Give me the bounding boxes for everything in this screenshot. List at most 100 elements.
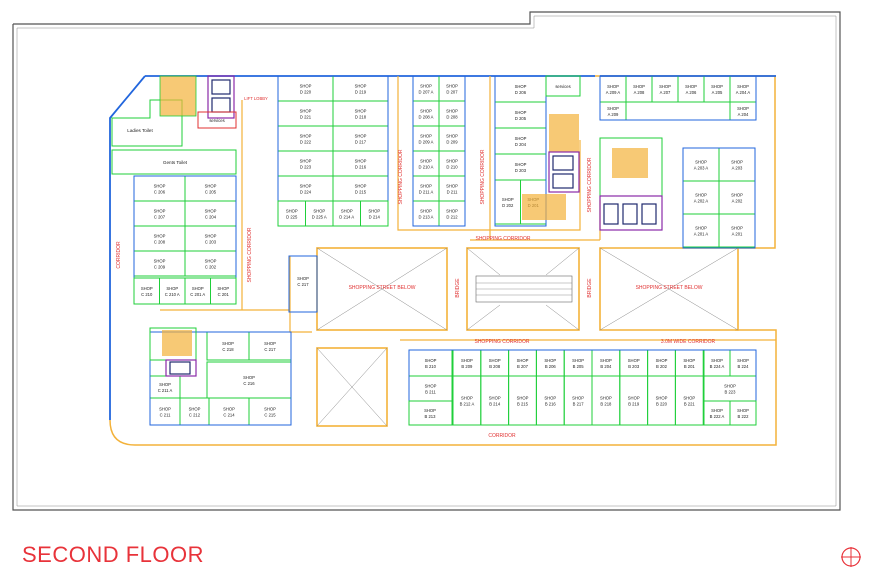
shop-label: SHOP (420, 84, 432, 89)
shop-unit (412, 150, 440, 177)
shop-number: B 224 A (710, 364, 725, 369)
shop-label: SHOP (159, 382, 171, 387)
shop-label: SHOP (264, 341, 276, 346)
shop-number: B 210 (425, 364, 437, 369)
shop-number: D 207 (446, 90, 458, 95)
shop-label: SHOP (223, 407, 235, 412)
shop-label: SHOP (300, 109, 312, 114)
shop-number: D 219 (355, 90, 367, 95)
shop-unit (682, 213, 720, 248)
shop-number: D 215 (355, 190, 367, 195)
shop-number: B 206 (545, 364, 557, 369)
shop-label: SHOP (695, 193, 707, 198)
shop-unit (277, 75, 334, 102)
shop-label: SHOP (695, 160, 707, 165)
shop-number: B 212 A (460, 402, 475, 407)
shop-unit (729, 75, 757, 103)
shop-number: D 210 (446, 165, 458, 170)
shop-number: D 207 A (419, 90, 434, 95)
shop-label: SHOP (517, 396, 529, 401)
shop-number: A 207 (660, 90, 671, 95)
shop-unit (184, 277, 211, 305)
shop-unit (718, 147, 756, 182)
shop-label: SHOP (192, 286, 204, 291)
shop-number: D 208 A (419, 115, 434, 120)
stair-right (599, 137, 663, 231)
shop-unit (591, 375, 621, 426)
shop-unit (563, 375, 593, 426)
shop-number: B 221 (684, 402, 696, 407)
shop-number: C 210 (141, 292, 153, 297)
bridge-label-a: BRIDGE (455, 278, 461, 298)
shop-unit (619, 349, 649, 377)
shop-unit (277, 150, 334, 177)
shop-number: B 204 (600, 364, 612, 369)
shop-label: SHOP (425, 384, 437, 389)
shop-number: A 202 (732, 199, 743, 204)
shop-unit (210, 277, 237, 305)
shop-label: SHOP (313, 209, 325, 214)
shop-number: C 205 (205, 190, 217, 195)
shop-unit (591, 349, 621, 377)
shopping-corridor-label-c: SHOPPING CORRIDOR (480, 149, 486, 204)
shop-label: SHOP (737, 358, 749, 363)
shop-number: D 203 (515, 168, 527, 173)
shop-label: SHOP (711, 408, 723, 413)
shop-unit (508, 375, 537, 426)
shop-label: SHOP (300, 134, 312, 139)
shop-unit (277, 125, 334, 152)
shop-number: B 202 (656, 364, 668, 369)
shop-number: D 210 A (419, 165, 434, 170)
shop-number: B 220 (656, 402, 668, 407)
shop-label: SHOP (724, 384, 736, 389)
shop-number: D 217 (355, 140, 367, 145)
shop-unit (452, 349, 482, 377)
shop-unit (535, 349, 565, 377)
shop-number: D 222 (300, 140, 312, 145)
shop-label: SHOP (355, 84, 367, 89)
corridor-label-bottom: CORRIDOR (488, 433, 516, 439)
shop-label: SHOP (656, 358, 668, 363)
shop-number: A 206 (686, 90, 697, 95)
shop-unit (677, 75, 705, 103)
shop-number: A 209 (608, 112, 619, 117)
bridge-block (466, 247, 580, 331)
shop-number: A 204 (738, 112, 749, 117)
shop-unit (133, 277, 160, 305)
shop-number: D 221 (300, 115, 312, 120)
shop-unit (412, 75, 440, 102)
shop-unit (360, 200, 389, 227)
shop-number: C 201 A (190, 292, 205, 297)
shop-unit (494, 75, 547, 103)
shop-label: SHOP (515, 84, 527, 89)
shop-unit (332, 125, 389, 152)
shop-label: SHOP (300, 84, 312, 89)
shop-unit (206, 361, 292, 399)
shop-label: SHOP (205, 209, 217, 214)
shop-number: B 218 (600, 402, 612, 407)
shop-number: D 225 A (312, 215, 327, 220)
north-arrow-icon (841, 547, 861, 567)
shop-unit (438, 125, 466, 152)
shop-unit (494, 101, 547, 129)
svg-text:SHOP: SHOP (424, 408, 436, 413)
shop-label: SHOP (515, 136, 527, 141)
shop-unit (184, 175, 237, 202)
shop-label: SHOP (425, 358, 437, 363)
shop-unit (647, 349, 676, 377)
shop-number: C 218 (222, 347, 234, 352)
shop-number: D 214 A (339, 215, 354, 220)
shop-unit (412, 200, 440, 227)
shop-number: C 203 (205, 240, 217, 245)
shop-label: SHOP (355, 109, 367, 114)
shop-label: SHOP (711, 84, 723, 89)
shop-number: B 216 (545, 402, 557, 407)
